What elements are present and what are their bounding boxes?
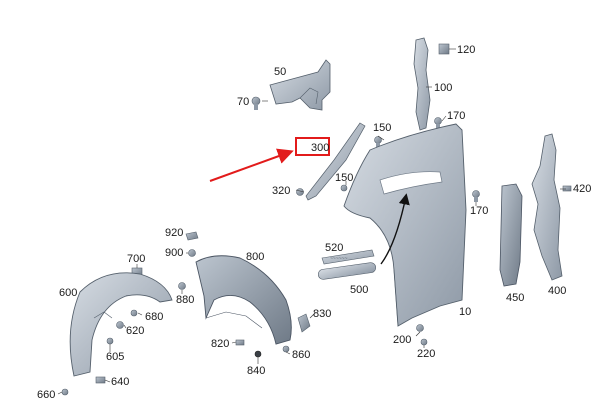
svg-text:~~~~~~: ~~~~~~: [330, 256, 348, 262]
clip-880: [178, 282, 186, 290]
label-660: 660: [37, 389, 56, 401]
screw-820: [235, 339, 245, 346]
label-170-right: 170: [470, 205, 489, 217]
wheel-arch-liner-600: [69, 272, 173, 377]
label-50: 50: [274, 66, 287, 78]
label-200: 200: [393, 334, 412, 346]
label-605: 605: [106, 351, 125, 363]
clip-70: [251, 96, 261, 110]
label-450: 450: [506, 292, 525, 304]
screw-200: [416, 324, 424, 332]
clip-170-top: [434, 117, 442, 129]
label-150-left: 150: [335, 172, 354, 184]
clip-830: [297, 313, 311, 333]
badge-520: ~~~~~~: [321, 249, 375, 265]
clip-920: [185, 231, 199, 241]
screw-220: [420, 338, 428, 346]
clip-170-right: [472, 190, 480, 202]
clip-620: [116, 321, 124, 329]
label-840: 840: [247, 365, 266, 377]
label-170-top: 170: [447, 110, 466, 122]
bracket-50: [269, 59, 331, 111]
label-70: 70: [237, 96, 250, 108]
leader-lines: [57, 48, 566, 395]
highlight-box: [295, 137, 330, 156]
label-220: 220: [417, 348, 436, 360]
label-100: 100: [434, 82, 453, 94]
label-800: 800: [246, 251, 265, 263]
clip-840: [254, 350, 262, 358]
label-830: 830: [313, 308, 332, 320]
panel-450: [499, 183, 523, 287]
bracket-100: [413, 37, 431, 131]
label-320: 320: [272, 185, 291, 197]
clip-680: [130, 309, 138, 317]
label-120: 120: [457, 44, 476, 56]
clip-900: [188, 249, 196, 257]
screw-320: [296, 188, 304, 196]
label-300: 300: [311, 142, 330, 154]
label-920: 920: [165, 227, 184, 239]
clip-150-top: [374, 136, 382, 148]
label-10: 10: [459, 306, 472, 318]
bracket-400: [531, 133, 563, 281]
clip-120: [438, 43, 450, 55]
label-860: 860: [292, 349, 311, 361]
label-900: 900: [165, 247, 184, 259]
label-820: 820: [211, 338, 230, 350]
clip-660: [61, 388, 69, 396]
clip-605: [106, 337, 114, 345]
trim-500: [317, 262, 377, 280]
label-880: 880: [176, 294, 195, 306]
label-680: 680: [145, 311, 164, 323]
label-420: 420: [573, 183, 592, 195]
label-700: 700: [127, 253, 146, 265]
label-520: 520: [325, 242, 344, 254]
label-640: 640: [111, 376, 130, 388]
wheel-arch-liner-800: [195, 255, 292, 345]
label-150-top: 150: [373, 122, 392, 134]
label-620: 620: [126, 325, 145, 337]
clip-150-left: [340, 184, 348, 192]
screw-420: [562, 185, 572, 192]
label-500: 500: [350, 284, 369, 296]
clip-860: [282, 345, 290, 353]
label-400: 400: [548, 285, 567, 297]
highlight-arrow: [209, 148, 294, 182]
label-600: 600: [59, 287, 78, 299]
clip-640: [95, 376, 106, 384]
fender-10: [343, 123, 467, 327]
pointer-arrow-500: [380, 193, 410, 265]
seal-strip-300: [305, 122, 366, 201]
